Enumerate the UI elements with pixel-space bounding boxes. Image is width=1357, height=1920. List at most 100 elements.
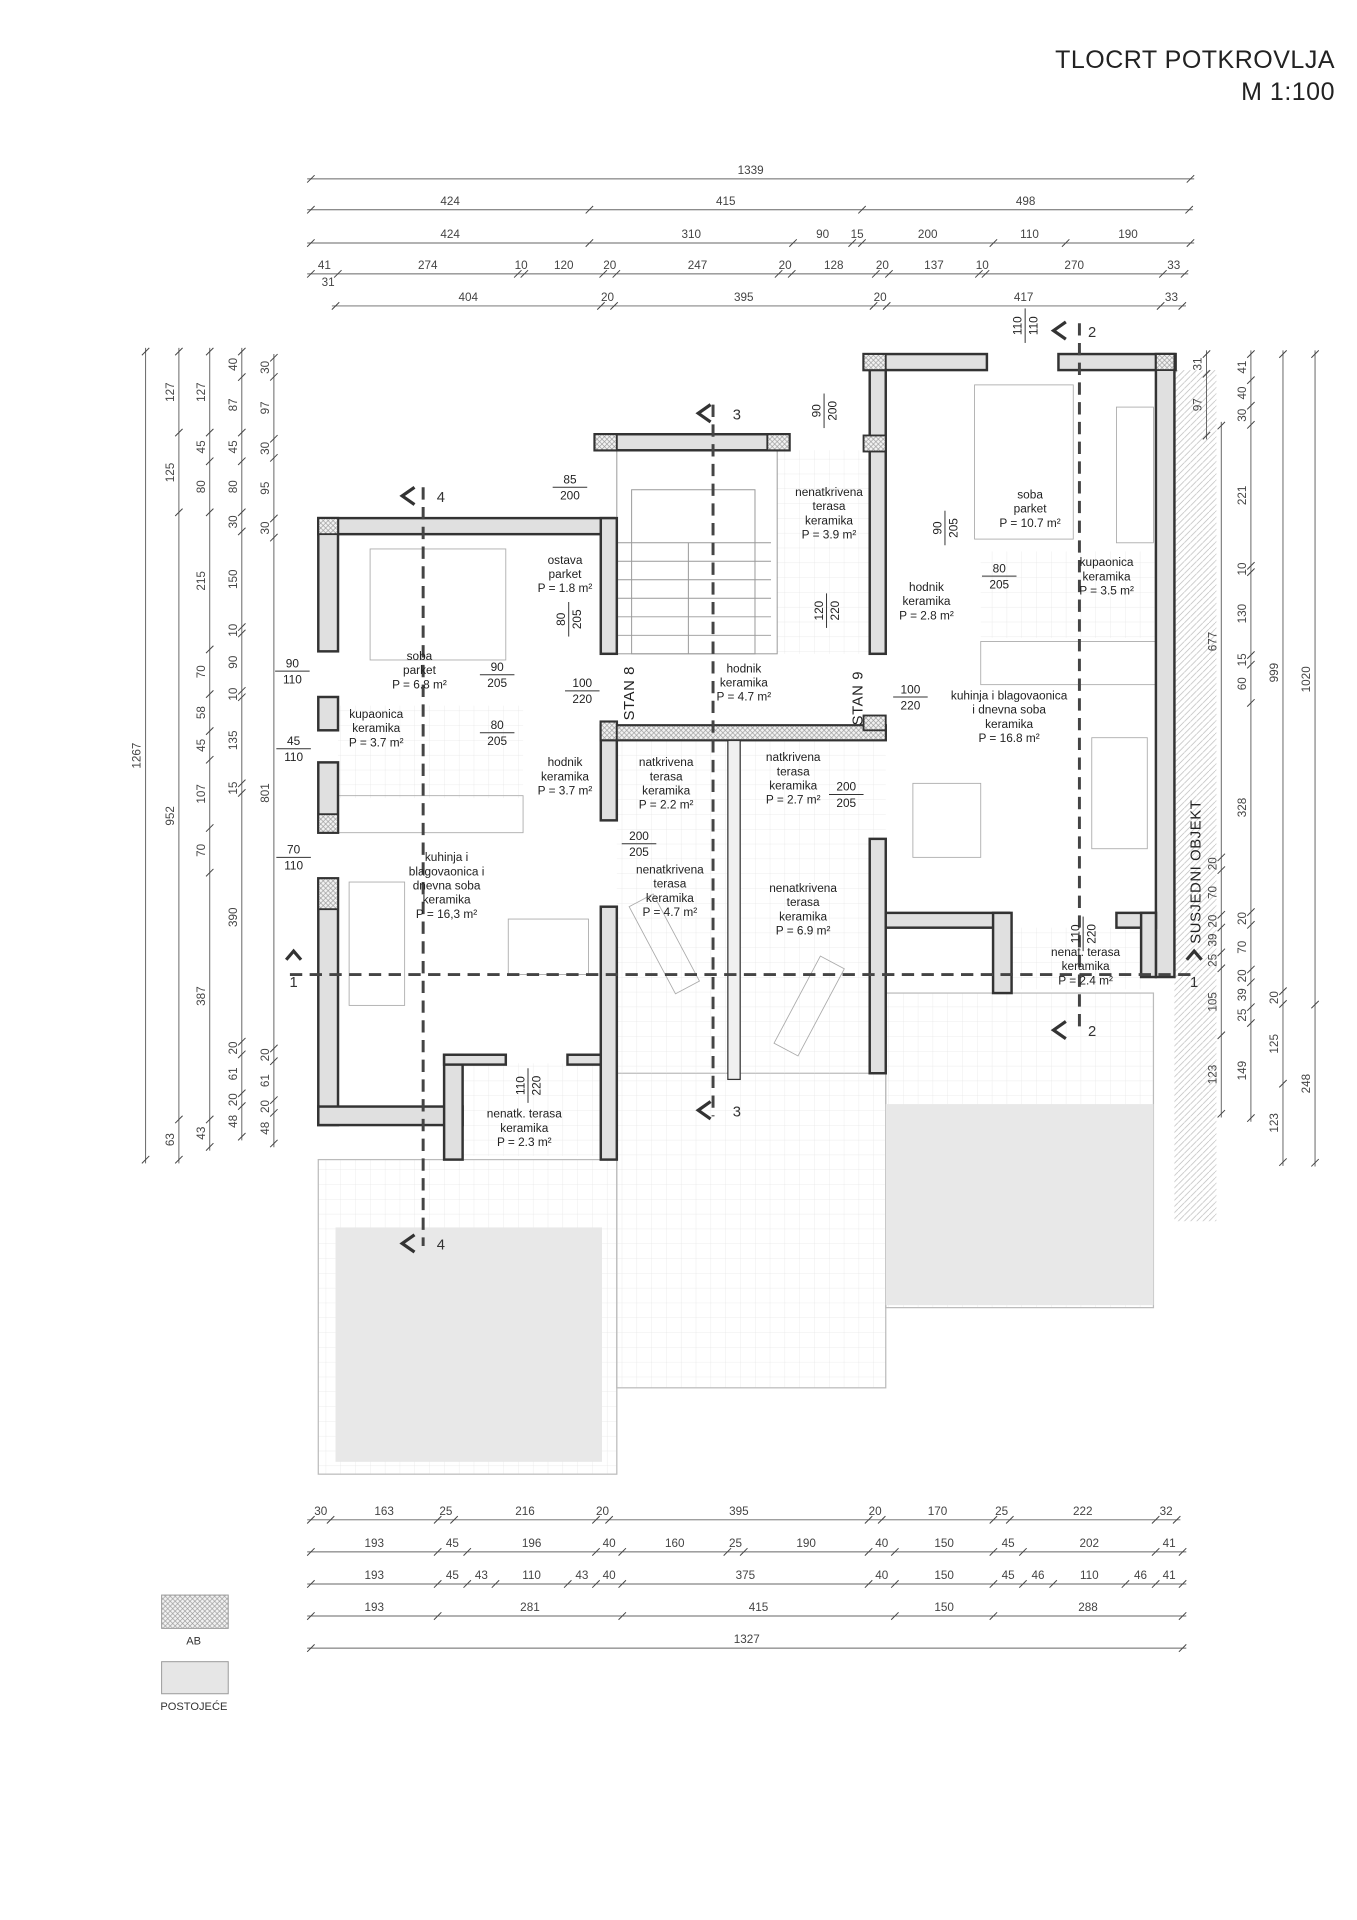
dimension-tick — [205, 868, 214, 877]
neighbor-label: SUSJEDNI OBJEKT — [1188, 800, 1204, 944]
dimension-tick — [596, 301, 605, 310]
wall — [884, 911, 1011, 929]
dimension-value: 20 — [1236, 911, 1249, 925]
dimension-value: 90 — [816, 228, 830, 241]
room-name: hodnik — [909, 580, 944, 594]
dimension-tick — [599, 269, 608, 278]
concrete-column — [862, 353, 887, 372]
dimension-tick — [871, 269, 880, 278]
dimension-value: 288 — [1078, 1601, 1098, 1614]
dimension-value: 1339 — [738, 164, 764, 177]
dimension-value: 30 — [259, 521, 272, 535]
dimension-tick — [326, 1515, 335, 1524]
wall — [599, 516, 619, 656]
dimension-tick — [306, 1547, 315, 1556]
dimension-value: 41 — [318, 259, 331, 272]
dining-table — [912, 782, 982, 858]
dimension-value: 498 — [1016, 195, 1036, 208]
dimension-tick — [989, 1611, 998, 1621]
room-area: P = 4.7 m² — [717, 690, 772, 704]
dimension-tick — [1217, 948, 1226, 957]
dimension-value: 150 — [934, 1601, 954, 1614]
dimension-value: 417 — [1014, 291, 1034, 304]
dimension-value: 39 — [1236, 988, 1249, 1001]
dimension-tick — [1278, 349, 1288, 359]
room-area: P = 2.2 m² — [639, 798, 694, 812]
dimension-tick — [1178, 1611, 1187, 1621]
dimension-tick — [848, 238, 857, 248]
room-name: terasa — [813, 499, 846, 513]
room-area: P = 1.8 m² — [538, 581, 593, 595]
dimension-tick — [205, 457, 214, 466]
dimension-tick — [989, 1579, 998, 1589]
staircase — [616, 449, 778, 655]
dimension-tick — [585, 205, 594, 214]
dimension-tick — [1018, 1579, 1028, 1589]
opening-width: 45 — [287, 734, 301, 748]
dimension-tick — [491, 1579, 500, 1589]
dimension-value: 415 — [749, 1601, 769, 1614]
dimension-value: 270 — [1064, 259, 1084, 272]
dimension-value: 110 — [1020, 228, 1039, 241]
dimension-value: 395 — [734, 291, 754, 304]
dimension-tick — [269, 1096, 278, 1105]
room-name: terasa — [787, 895, 820, 909]
dimension-tick — [989, 1547, 998, 1556]
opening-width: 110 — [513, 1076, 527, 1095]
tile-area — [1011, 927, 1142, 990]
dimension-value: 97 — [259, 401, 272, 414]
dimension-tick — [463, 1547, 472, 1556]
dimension-value: 149 — [1236, 1061, 1249, 1081]
dimension-value: 40 — [1236, 386, 1249, 400]
dimension-value: 32 — [1160, 1505, 1173, 1518]
dimension-tick — [1217, 964, 1226, 973]
dimension-tick — [205, 428, 214, 437]
dimension-tick — [1121, 1579, 1130, 1589]
dimension-tick — [1278, 1079, 1288, 1088]
dimension-value: 215 — [195, 571, 208, 591]
sun-lounger — [773, 955, 845, 1057]
wall — [868, 837, 887, 1075]
dimension-tick — [306, 1515, 315, 1524]
tile-area — [616, 740, 886, 1074]
room-name: parket — [549, 567, 583, 581]
concrete-column — [862, 714, 887, 732]
dimension-value: 87 — [227, 398, 240, 411]
dimension-value: 48 — [259, 1122, 272, 1135]
concrete-column — [766, 433, 791, 452]
dimension-tick — [269, 533, 278, 542]
section-arrow-icon — [1050, 320, 1067, 341]
room-area: P = 6.9 m² — [776, 923, 831, 937]
dimension-value: 395 — [729, 1505, 749, 1518]
dimension-tick — [1246, 698, 1255, 707]
sofa — [1091, 737, 1148, 850]
dimension-tick — [205, 508, 214, 517]
dimension-value: 127 — [164, 382, 177, 402]
dimension-value: 1267 — [131, 743, 144, 769]
dimension-tick — [237, 623, 246, 632]
dimension-value: 130 — [1236, 603, 1249, 623]
opening-width: 120 — [812, 600, 826, 620]
room-name: i dnevna soba — [972, 703, 1046, 717]
dimension-value: 61 — [227, 1067, 240, 1080]
legend-swatch-ab — [161, 1594, 229, 1629]
room-name: kuhinja i — [425, 850, 468, 864]
room-name: kuhinja i blagovaonica — [951, 688, 1068, 702]
section-number: 2 — [1088, 325, 1096, 341]
dimension-tick — [269, 1108, 278, 1117]
drawing-title-text: TLOCRT POTKROVLJA — [1055, 46, 1335, 74]
dimension-value: 190 — [1118, 228, 1138, 241]
existing-area-left — [335, 1227, 603, 1462]
dimension-tick — [174, 1155, 183, 1164]
dimension-value: 15 — [1236, 653, 1249, 667]
dimension-tick — [884, 269, 894, 278]
dimension-tick — [269, 1139, 278, 1148]
room-name: hodnik — [548, 755, 583, 769]
